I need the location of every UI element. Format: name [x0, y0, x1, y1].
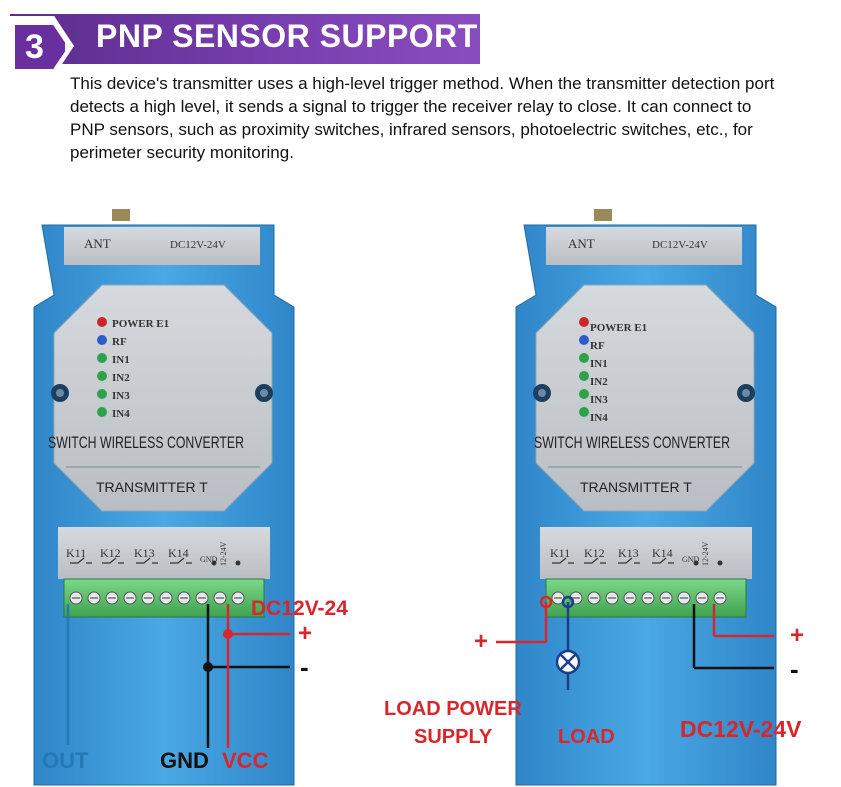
power-spec-right: DC12V-24V [652, 239, 708, 251]
load-lamp-icon [555, 649, 581, 675]
out-label: OUT [42, 748, 89, 773]
led-label-right-2: IN1 [590, 358, 608, 370]
plus-sign-load: + [474, 628, 489, 655]
left-transmitter-device [33, 208, 295, 786]
vcc-junction [223, 629, 233, 639]
right-device-labels: ANT DC12V-24V POWER E1 RF IN1 IN2 IN3 IN… [534, 236, 730, 566]
led-label-left-2: IN1 [112, 354, 130, 366]
led-label-right-3: IN2 [590, 376, 608, 388]
vcc-label: VCC [222, 748, 269, 773]
power-spec-left: DC12V-24V [170, 239, 226, 251]
minus-sign-left: - [300, 652, 309, 682]
led-label-right-1: RF [590, 340, 605, 352]
plus-sign-right: + [790, 622, 805, 649]
load-label: LOAD [558, 726, 615, 748]
header-band [10, 14, 480, 64]
supply-label-left: DC12V-24 [251, 597, 348, 620]
terminal-k13-right: K13 [618, 546, 639, 560]
gnd-label: GND [160, 748, 209, 773]
product-name-left: SWITCH WIRELESS CONVERTER [48, 433, 244, 452]
led-label-right-5: IN4 [590, 412, 608, 424]
right-transmitter-device [515, 208, 777, 786]
product-name-right: SWITCH WIRELESS CONVERTER [534, 433, 730, 452]
ant-label-right: ANT [568, 236, 595, 251]
terminal-gnd-left: GND [200, 555, 218, 564]
led-label-left-4: IN3 [112, 390, 130, 402]
terminal-k12-left: K12 [100, 546, 121, 560]
led-label-right-0: POWER E1 [590, 322, 647, 334]
terminal-vin-left: 12-24V [219, 541, 228, 566]
terminal-k11-right: K11 [550, 546, 570, 560]
load-power-label-1: LOAD POWER [384, 698, 522, 720]
module-type-right: TRANSMITTER T [580, 479, 692, 495]
supply-label-right: DC12V-24V [680, 716, 802, 742]
section-title: PNP SENSOR SUPPORT [96, 18, 478, 54]
led-label-left-3: IN2 [112, 372, 130, 384]
terminal-k14-left: K14 [168, 546, 189, 560]
terminal-gnd-right: GND [682, 555, 700, 564]
terminal-k13-left: K13 [134, 546, 155, 560]
gnd-junction [203, 662, 213, 672]
led-label-left-5: IN4 [112, 408, 130, 420]
right-wiring [496, 595, 774, 690]
minus-sign-right: - [790, 654, 799, 684]
left-device-labels: ANT DC12V-24V POWER E1 RF IN1 IN2 IN3 IN… [48, 236, 244, 566]
module-type-left: TRANSMITTER T [96, 479, 208, 495]
ant-label-left: ANT [84, 236, 111, 251]
plus-sign-left: + [298, 620, 313, 647]
terminal-k11-left: K11 [66, 546, 86, 560]
led-label-left-0: POWER E1 [112, 318, 169, 330]
description-text: This device's transmitter uses a high-le… [70, 74, 775, 162]
left-wiring [66, 604, 290, 748]
terminal-k12-right: K12 [584, 546, 605, 560]
led-label-left-1: RF [112, 336, 127, 348]
terminal-vin-right: 12-24V [701, 541, 710, 566]
terminal-k14-right: K14 [652, 546, 673, 560]
led-label-right-4: IN3 [590, 394, 608, 406]
load-power-label-2: SUPPLY [414, 726, 493, 748]
